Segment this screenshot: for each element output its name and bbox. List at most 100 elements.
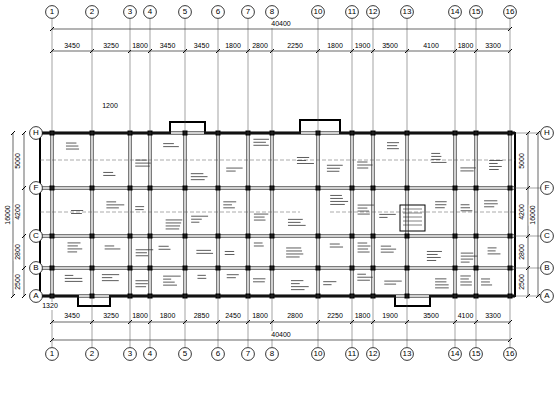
axis-number: 11 bbox=[345, 347, 359, 361]
annotation-mark bbox=[435, 284, 449, 285]
annotation-mark bbox=[191, 176, 208, 177]
annotation-mark bbox=[254, 245, 264, 246]
beam-line bbox=[40, 189, 515, 190]
annotation-mark bbox=[71, 210, 83, 211]
dimension-text: 1800 bbox=[354, 312, 372, 320]
axis-number: 13 bbox=[400, 5, 414, 19]
annotation-mark bbox=[460, 167, 475, 168]
axis-circle-outline bbox=[346, 348, 359, 361]
beam-line bbox=[40, 186, 515, 187]
annotation-mark bbox=[460, 278, 469, 279]
annotation-mark bbox=[461, 262, 470, 263]
annotation-mark bbox=[68, 251, 78, 252]
axis-bubble: 4 bbox=[143, 347, 157, 361]
axis-circle-outline bbox=[266, 6, 279, 19]
axis-circle-outline bbox=[367, 6, 380, 19]
axis-number: 10 bbox=[311, 5, 325, 19]
annotation-mark bbox=[461, 253, 473, 254]
annotation-mark bbox=[288, 219, 303, 220]
axis-number: 16 bbox=[503, 347, 517, 361]
annotation-mark bbox=[481, 284, 492, 285]
axis-line bbox=[318, 19, 319, 347]
annotation-mark bbox=[106, 201, 116, 202]
annotation-mark bbox=[327, 171, 339, 172]
annotation-mark bbox=[330, 247, 343, 248]
annotation-mark bbox=[460, 284, 471, 285]
axis-number: C bbox=[29, 229, 43, 243]
beam-line bbox=[246, 133, 247, 296]
beam-line bbox=[90, 133, 91, 296]
annotation-mark bbox=[323, 281, 336, 282]
axis-bubble: A bbox=[29, 289, 43, 303]
dimension-text: 16000 bbox=[529, 204, 537, 225]
axis-circle-outline bbox=[30, 290, 43, 303]
axis-number: 6 bbox=[211, 347, 225, 361]
annotation-mark bbox=[297, 157, 309, 158]
secondary-beam bbox=[40, 212, 300, 213]
annotation-mark bbox=[191, 179, 205, 180]
annotation-mark bbox=[135, 166, 150, 167]
annotation-mark bbox=[66, 143, 76, 144]
axis-circle-outline bbox=[401, 6, 414, 19]
dimension-text: 1800 bbox=[131, 312, 149, 320]
annotation-mark bbox=[163, 282, 175, 283]
annotation-mark bbox=[435, 278, 446, 279]
beam-line bbox=[40, 234, 515, 235]
axis-number: A bbox=[29, 289, 43, 303]
annotation-mark bbox=[435, 287, 449, 288]
beam-line bbox=[219, 133, 220, 296]
annotation-mark bbox=[68, 242, 81, 243]
axis-bubble: C bbox=[540, 229, 554, 243]
annotation-mark bbox=[431, 162, 446, 163]
axis-circle-outline bbox=[541, 290, 554, 303]
annotation-mark bbox=[484, 203, 498, 204]
annotation-mark bbox=[358, 211, 369, 212]
beam-line bbox=[511, 133, 512, 296]
annotation-mark bbox=[481, 278, 490, 279]
annotation-mark bbox=[460, 281, 472, 282]
axis-circle-outline bbox=[124, 348, 137, 361]
beam-line bbox=[374, 133, 375, 296]
annotation-mark bbox=[330, 195, 342, 196]
axis-line bbox=[43, 188, 540, 189]
axis-bubble: 10 bbox=[311, 347, 325, 361]
annotation-mark bbox=[65, 278, 82, 279]
axis-bubble: F bbox=[29, 181, 43, 195]
axis-circle-outline bbox=[312, 348, 325, 361]
annotation-mark bbox=[357, 280, 370, 281]
annotation-mark bbox=[166, 222, 181, 223]
annotation-mark bbox=[135, 283, 147, 284]
annotation-mark bbox=[460, 170, 473, 171]
annotation-mark bbox=[381, 252, 394, 253]
beam-line bbox=[186, 133, 187, 296]
beam-line bbox=[128, 133, 129, 296]
annotation-mark bbox=[163, 279, 171, 280]
annotation-mark bbox=[427, 260, 436, 261]
dimension-tick bbox=[11, 294, 15, 298]
annotation-mark bbox=[103, 172, 113, 173]
annotation-mark bbox=[327, 165, 343, 166]
annotation-mark bbox=[291, 289, 305, 290]
dimension-text: 16000 bbox=[4, 204, 12, 225]
dimension-tick bbox=[22, 131, 26, 135]
annotation-mark bbox=[357, 277, 372, 278]
dimension-text: 40400 bbox=[270, 331, 291, 339]
axis-line bbox=[185, 19, 186, 347]
dimension-text: 2800 bbox=[286, 312, 304, 320]
annotation-mark bbox=[106, 204, 124, 205]
dimension-tick bbox=[22, 186, 26, 190]
annotation-mark bbox=[254, 220, 266, 221]
axis-bubble: 6 bbox=[211, 347, 225, 361]
annotation-mark bbox=[427, 251, 442, 252]
dimension-tick bbox=[22, 266, 26, 270]
axis-circle-outline bbox=[541, 230, 554, 243]
beam-line bbox=[408, 133, 409, 296]
annotation-mark bbox=[381, 246, 391, 247]
axis-bubble: 8 bbox=[265, 5, 279, 19]
annotation-mark bbox=[297, 160, 306, 161]
beam-line bbox=[477, 133, 478, 296]
axis-bubble: 3 bbox=[123, 347, 137, 361]
annotation-mark bbox=[291, 280, 303, 281]
dimension-text: 2850 bbox=[193, 312, 211, 320]
annotation-mark bbox=[291, 286, 309, 287]
